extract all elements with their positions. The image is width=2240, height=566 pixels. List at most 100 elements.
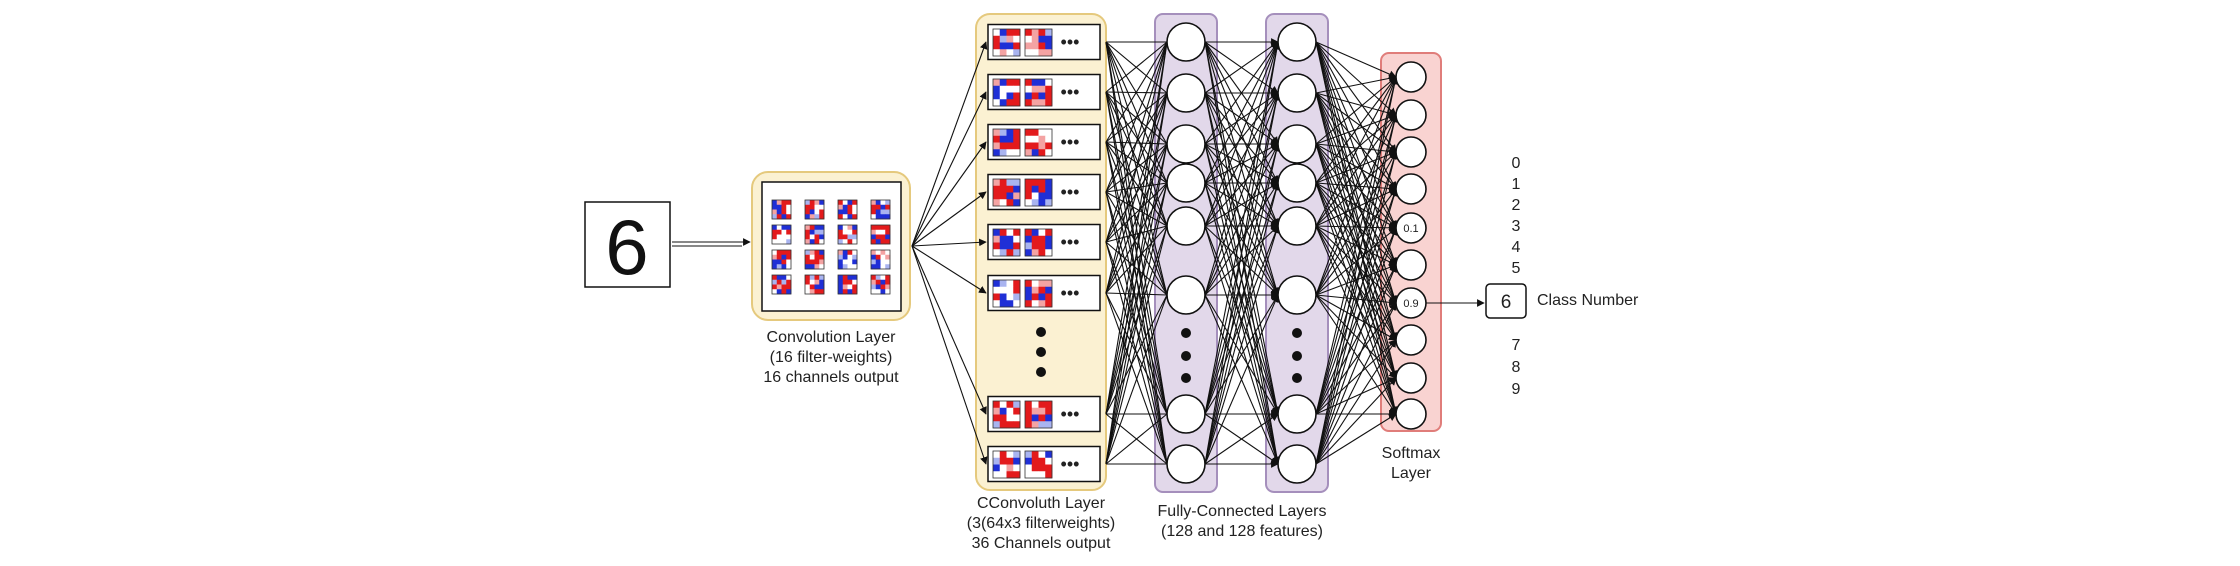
conv2-to-fc1-line bbox=[1105, 41, 1168, 93]
conv2-feature-row: ••• bbox=[987, 173, 1101, 211]
fc2-to-softmax-line bbox=[1315, 76, 1397, 145]
class-label: 8 bbox=[1512, 359, 1521, 376]
conv2-feature-row: ••• bbox=[987, 123, 1101, 161]
conv2-filter bbox=[992, 78, 1021, 107]
conv2-filter bbox=[992, 279, 1021, 308]
fc1-to-fc2-line bbox=[1204, 182, 1280, 465]
fc2-to-softmax-line bbox=[1315, 188, 1398, 465]
conv2-feature-row: ••• bbox=[987, 445, 1101, 483]
fc-node bbox=[1166, 124, 1206, 164]
conv1-filter bbox=[837, 249, 858, 270]
fc2-to-softmax-line bbox=[1315, 150, 1397, 184]
softmax-caption-line2: Layer bbox=[1391, 465, 1432, 482]
conv1-filter bbox=[804, 274, 825, 295]
conv2-filter bbox=[1024, 178, 1053, 207]
conv2-filter bbox=[992, 128, 1021, 157]
softmax-node-circle bbox=[1395, 362, 1427, 394]
fc2-to-softmax-line bbox=[1315, 41, 1397, 78]
conv2-to-fc1-line bbox=[1105, 292, 1168, 296]
input-image: 6 bbox=[584, 201, 671, 291]
conv1-filter bbox=[804, 199, 825, 220]
conv2-to-fc1-line bbox=[1105, 92, 1168, 294]
fc1-to-fc2-line bbox=[1204, 41, 1281, 465]
conv1-to-conv2-arrow bbox=[911, 245, 988, 465]
conv1-filter bbox=[837, 199, 858, 220]
conv1-to-conv2-arrow bbox=[911, 41, 988, 247]
fc1-to-fc2-line bbox=[1204, 143, 1281, 465]
softmax-node bbox=[1395, 249, 1427, 281]
conv2-to-fc1-line bbox=[1105, 91, 1168, 227]
conv2-to-fc1-line bbox=[1105, 225, 1168, 465]
fc-node bbox=[1277, 124, 1317, 164]
fc2-to-softmax-line bbox=[1315, 294, 1397, 307]
conv1-filter bbox=[870, 274, 891, 295]
fc-node bbox=[1277, 22, 1317, 62]
conv1-caption-line3: 16 channels output bbox=[763, 369, 899, 386]
conv2-feature-row: ••• bbox=[987, 395, 1101, 433]
conv1-caption-line1: Convolution Layer bbox=[767, 329, 897, 346]
fc1-to-fc2-line bbox=[1204, 225, 1280, 415]
fc2-to-softmax-line bbox=[1315, 182, 1397, 304]
conv2-ellipsis: ••• bbox=[1061, 283, 1080, 303]
fc-caption-line2: (128 and 128 features) bbox=[1161, 523, 1323, 540]
fc2-to-softmax-line bbox=[1315, 114, 1397, 184]
conv2-ellipsis: ••• bbox=[1061, 32, 1080, 52]
softmax-node-circle bbox=[1395, 99, 1427, 131]
softmax-node bbox=[1395, 173, 1427, 205]
softmax-node bbox=[1395, 61, 1427, 93]
fc2-to-softmax-line bbox=[1315, 264, 1397, 415]
conv1-filter bbox=[771, 249, 792, 270]
conv2-filter bbox=[1024, 78, 1053, 107]
fc2-to-softmax-line bbox=[1315, 188, 1397, 296]
fc-node bbox=[1277, 73, 1317, 113]
fc1-to-fc2-line bbox=[1204, 225, 1280, 465]
class-label: 9 bbox=[1512, 381, 1521, 398]
fc1-to-fc2-line bbox=[1204, 92, 1279, 184]
fc1-to-fc2-line bbox=[1204, 182, 1280, 415]
conv2-to-fc1-line bbox=[1105, 41, 1168, 193]
conv2-ellipsis: ••• bbox=[1061, 454, 1080, 474]
softmax-node-circle bbox=[1395, 249, 1427, 281]
fc-gap-dot bbox=[1292, 328, 1302, 338]
fc1-to-fc2-line bbox=[1204, 143, 1279, 296]
fc2-to-softmax-line bbox=[1315, 143, 1398, 415]
conv2-vertical-ellipsis bbox=[1036, 327, 1046, 377]
class-label: 3 bbox=[1512, 218, 1521, 235]
fc2-to-softmax-line bbox=[1315, 143, 1397, 156]
conv2-to-fc1-line bbox=[1105, 92, 1168, 465]
conv2-to-fc1-line bbox=[1105, 225, 1168, 415]
conv2-caption-line3: 36 Channels output bbox=[972, 535, 1111, 552]
fc-node bbox=[1166, 163, 1206, 203]
conv2-to-fc1-line bbox=[1105, 182, 1168, 415]
fc2-to-softmax-line bbox=[1315, 76, 1397, 227]
conv2-feature-row: ••• bbox=[987, 223, 1101, 261]
fc1-nodes bbox=[1166, 22, 1206, 484]
conv2-caption-line1: CConvoluth Layer bbox=[977, 495, 1106, 512]
fc1-to-fc2-line bbox=[1204, 413, 1279, 465]
conv1-to-conv2-arrow bbox=[911, 245, 987, 294]
softmax-node-circle bbox=[1395, 136, 1427, 168]
fc-node bbox=[1166, 206, 1206, 246]
conv2-to-fc1-line bbox=[1105, 225, 1168, 294]
conv1-filter bbox=[804, 224, 825, 245]
conv2-to-fc1-line bbox=[1105, 41, 1168, 143]
fc1-to-fc2-line bbox=[1204, 92, 1280, 296]
fc2-to-softmax-line bbox=[1315, 377, 1397, 465]
fc1-to-fc2-line bbox=[1204, 41, 1279, 145]
conv2-filter bbox=[992, 28, 1021, 57]
fc1-to-fc2-line bbox=[1204, 143, 1279, 184]
fc2-to-softmax-line bbox=[1315, 114, 1399, 465]
conv2-feature-maps: •••••••••••••••••••••••• bbox=[987, 23, 1101, 483]
conv2-to-fc1-line bbox=[1105, 182, 1168, 243]
fc2-to-softmax-line bbox=[1315, 294, 1397, 415]
conv1-filter bbox=[870, 249, 891, 270]
conv1-to-conv2-arrow bbox=[911, 141, 987, 247]
softmax-node bbox=[1395, 324, 1427, 356]
conv2-filter bbox=[992, 450, 1021, 479]
conv2-filter bbox=[992, 178, 1021, 207]
conv1-filter bbox=[870, 199, 891, 220]
fc1-to-fc2-line bbox=[1204, 41, 1279, 184]
conv2-filter bbox=[1024, 128, 1053, 157]
fc1-to-fc2-line bbox=[1204, 41, 1281, 415]
